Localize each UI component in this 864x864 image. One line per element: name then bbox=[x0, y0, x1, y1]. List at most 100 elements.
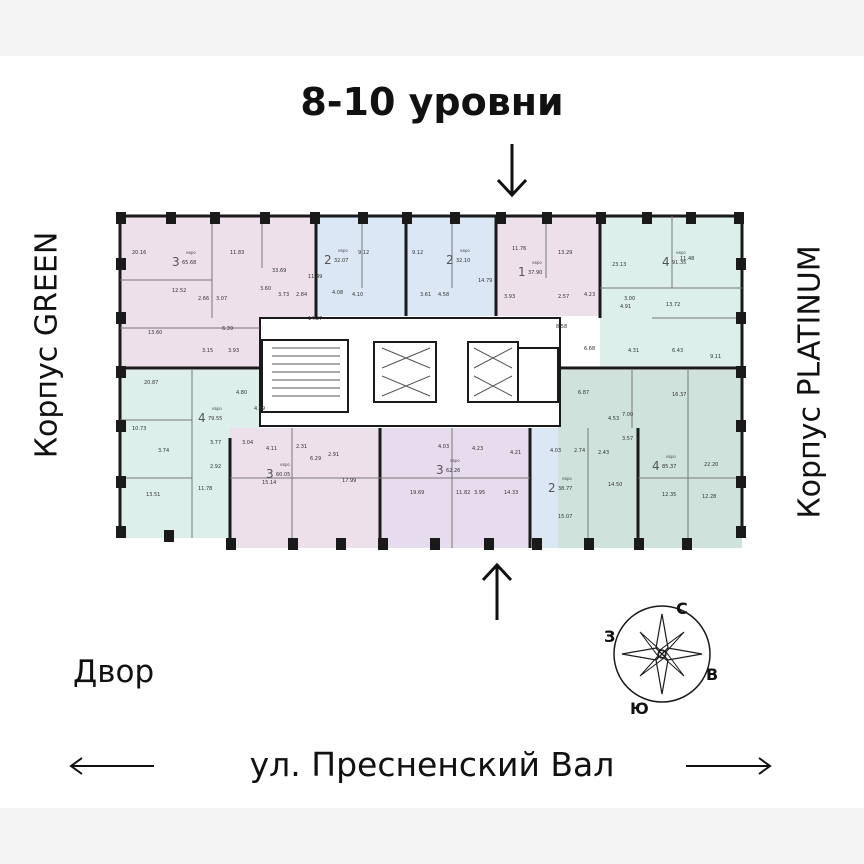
room-area-label: 2.92 bbox=[210, 464, 221, 470]
apartment-badge: евро 2 32.10 bbox=[446, 248, 470, 267]
room-area-label: 2.66 bbox=[198, 296, 209, 302]
room-area-label: 13.60 bbox=[148, 330, 162, 336]
euro-tag: евро bbox=[212, 406, 222, 411]
apartment-zone-pink-b bbox=[496, 216, 600, 316]
apartment-badge: евро 3 62.26 bbox=[436, 458, 460, 477]
apartment-zones bbox=[120, 216, 742, 548]
structural-columns bbox=[116, 212, 746, 550]
room-area-label: 11.49 bbox=[308, 274, 322, 280]
apartment-badge: евро 1 37.90 bbox=[518, 260, 542, 279]
room-area-label: 11.76 bbox=[512, 246, 526, 252]
room-area-label: 19.69 bbox=[410, 490, 424, 496]
building-green-label: Корпус GREEN bbox=[29, 231, 65, 459]
room-area-label: 4.03 bbox=[438, 444, 449, 450]
apartment-area: 32.07 bbox=[334, 258, 348, 264]
compass-north-label: С bbox=[676, 599, 688, 618]
room-count: 1 bbox=[518, 265, 526, 279]
room-area-label: 9.11 bbox=[710, 354, 721, 360]
room-area-label: 3.57 bbox=[622, 436, 633, 442]
euro-tag: евро bbox=[666, 454, 676, 459]
room-count: 4 bbox=[652, 459, 660, 473]
room-area-label: 16.37 bbox=[672, 392, 686, 398]
apartment-badge: евро 3 60.05 bbox=[266, 462, 290, 481]
apartment-area: 37.90 bbox=[528, 270, 542, 276]
apartment-badge: евро 2 38.77 bbox=[548, 476, 572, 495]
room-area-label: 4.53 bbox=[608, 416, 619, 422]
apartment-badge: евро 3 65.68 bbox=[172, 250, 196, 269]
room-area-label: 4.80 bbox=[236, 390, 247, 396]
euro-tag: евро bbox=[676, 250, 686, 255]
room-area-label: 22.20 bbox=[704, 462, 718, 468]
room-area-label: 12.28 bbox=[702, 494, 716, 500]
room-area-label: 6.68 bbox=[584, 346, 595, 352]
room-area-label: 7.00 bbox=[622, 412, 633, 418]
room-area-label: 3.77 bbox=[210, 440, 221, 446]
room-count: 3 bbox=[266, 467, 274, 481]
room-area-label: 3.93 bbox=[504, 294, 515, 300]
room-area-label: 14.33 bbox=[504, 490, 518, 496]
room-area-label: 14.27 bbox=[308, 316, 322, 322]
room-count: 3 bbox=[436, 463, 444, 477]
room-area-label: 11.82 bbox=[456, 490, 470, 496]
room-area-label: 12.52 bbox=[172, 288, 186, 294]
compass-west-label: З bbox=[604, 627, 615, 646]
euro-tag: евро bbox=[186, 250, 196, 255]
apartment-badge: евро 4 91.35 bbox=[662, 250, 686, 269]
room-area-label: 9.12 bbox=[412, 250, 423, 256]
room-area-label: 8.58 bbox=[556, 324, 567, 330]
room-area-label: 2.57 bbox=[558, 294, 569, 300]
room-area-label: 6.87 bbox=[578, 390, 589, 396]
apartment-area: 91.35 bbox=[672, 260, 686, 266]
apartment-zone-mint-a bbox=[600, 216, 742, 368]
room-area-label: 23.13 bbox=[612, 262, 626, 268]
apartment-zone-pink-c bbox=[230, 428, 380, 548]
room-area-label: 10.73 bbox=[132, 426, 146, 432]
room-count: 4 bbox=[662, 255, 670, 269]
room-area-label: 4.03 bbox=[550, 448, 561, 454]
room-area-label: 4.31 bbox=[628, 348, 639, 354]
room-area-label: 2.91 bbox=[328, 452, 339, 458]
apartment-badge: евро 2 32.07 bbox=[324, 248, 348, 267]
room-area-label: 20.16 bbox=[132, 250, 146, 256]
room-count: 2 bbox=[324, 253, 332, 267]
room-area-label: 14.79 bbox=[478, 278, 492, 284]
building-core bbox=[259, 317, 561, 427]
room-area-label: 15.14 bbox=[262, 480, 276, 486]
interior-walls bbox=[120, 216, 742, 548]
apartment-zone-lilac bbox=[380, 428, 530, 548]
euro-tag: евро bbox=[460, 248, 470, 253]
room-area-label: 4.91 bbox=[620, 304, 631, 310]
room-area-label: 2.84 bbox=[296, 292, 307, 298]
courtyard-label: Двор bbox=[73, 654, 155, 690]
room-area-label: 2.31 bbox=[296, 444, 307, 450]
room-area-label: 4.11 bbox=[266, 446, 277, 452]
room-area-label: 12.35 bbox=[662, 492, 676, 498]
euro-tag: евро bbox=[562, 476, 572, 481]
street-arrow-right-icon bbox=[686, 757, 772, 775]
room-count: 2 bbox=[548, 481, 556, 495]
room-area-label: 4.23 bbox=[472, 446, 483, 452]
room-area-label: 3.04 bbox=[242, 440, 253, 446]
room-count: 2 bbox=[446, 253, 454, 267]
room-area-label: 4.10 bbox=[352, 292, 363, 298]
street-arrow-left-icon bbox=[69, 757, 154, 775]
room-area-label: 13.72 bbox=[666, 302, 680, 308]
room-area-label: 13.51 bbox=[146, 492, 160, 498]
room-area-label: 3.07 bbox=[216, 296, 227, 302]
room-count: 3 bbox=[172, 255, 180, 269]
floor-levels-title: 8-10 уровни bbox=[300, 80, 564, 124]
room-area-label: 2.43 bbox=[598, 450, 609, 456]
entrance-arrow-top-icon bbox=[496, 144, 528, 198]
apartment-area: 85.37 bbox=[662, 464, 676, 470]
room-area-label: 4.39 bbox=[254, 406, 265, 412]
room-area-label: 33.69 bbox=[272, 268, 286, 274]
apartment-area: 60.05 bbox=[276, 472, 290, 478]
apartment-zone-blue-a bbox=[316, 216, 406, 316]
room-area-label: 13.29 bbox=[558, 250, 572, 256]
euro-tag: евро bbox=[450, 458, 460, 463]
apartment-zone-blue-b bbox=[406, 216, 496, 316]
room-area-label: 3.73 bbox=[278, 292, 289, 298]
room-area-label: 3.60 bbox=[260, 286, 271, 292]
apartment-area: 32.10 bbox=[456, 258, 470, 264]
